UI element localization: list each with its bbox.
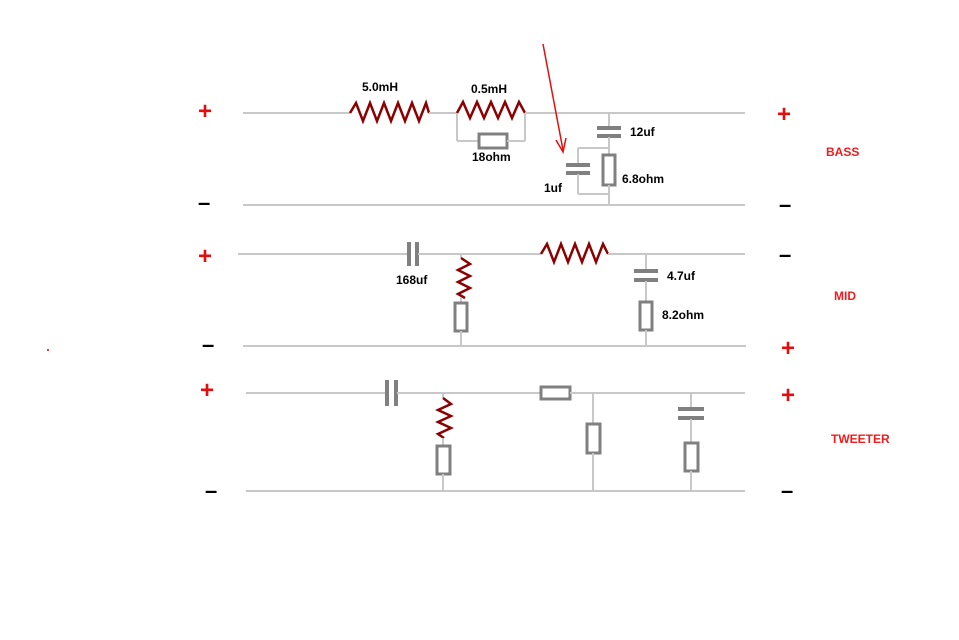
- tweeter-resistor-right: [683, 441, 700, 473]
- label-18ohm: 18ohm: [472, 150, 511, 164]
- section-label-tweeter: TWEETER: [831, 432, 890, 446]
- mid-left-minus: –: [202, 332, 214, 357]
- label-47uf: 4.7uf: [667, 269, 696, 283]
- tweeter-resistor-left: [435, 444, 452, 476]
- tweeter-section: + – + – TWEETER: [200, 377, 890, 503]
- tweeter-lpad-resistor: [435, 397, 454, 440]
- label-68ohm: 6.8ohm: [622, 172, 664, 186]
- pointer-arrow: [542, 43, 564, 151]
- mid-left-plus: +: [198, 243, 212, 270]
- stray-dot: [47, 349, 49, 351]
- label-82ohm: 8.2ohm: [662, 308, 704, 322]
- label-1uf: 1uf: [544, 181, 563, 195]
- mid-resistor-82ohm: [638, 300, 654, 332]
- bass-left-minus: –: [198, 190, 210, 215]
- tweeter-resistor-series: [539, 385, 572, 401]
- bass-resistor-68ohm: [601, 153, 617, 187]
- mid-lpad-resistor: [455, 256, 473, 300]
- bass-right-plus: +: [777, 101, 791, 128]
- bass-section: 5.0mH 0.5mH 18ohm 12uf 1uf 6.8ohm + – + …: [198, 43, 859, 217]
- tweeter-right-minus: –: [781, 478, 793, 503]
- mid-section: 168uf 4.7uf 8.2ohm + – – + MID: [47, 240, 856, 362]
- mid-resistor-left: [453, 301, 469, 333]
- section-label-mid: MID: [834, 289, 856, 303]
- label-168uf: 168uf: [396, 273, 428, 287]
- label-05mh: 0.5mH: [471, 82, 507, 96]
- mid-inductor: [539, 240, 610, 266]
- section-label-bass: BASS: [826, 145, 859, 159]
- bass-inductor-5mh: [348, 99, 431, 125]
- tweeter-left-minus: –: [205, 478, 217, 503]
- mid-right-plus: +: [781, 335, 795, 362]
- bass-right-minus: –: [779, 192, 791, 217]
- tweeter-right-plus: +: [781, 382, 795, 409]
- bass-inductor-05mh: [455, 98, 527, 122]
- bass-left-plus: +: [198, 98, 212, 125]
- mid-right-minus: –: [779, 242, 791, 267]
- label-5mh: 5.0mH: [362, 80, 398, 94]
- bass-resistor-18ohm: [477, 132, 509, 150]
- label-12uf: 12uf: [630, 125, 656, 139]
- tweeter-resistor-shunt: [585, 422, 602, 455]
- tweeter-left-plus: +: [200, 377, 214, 404]
